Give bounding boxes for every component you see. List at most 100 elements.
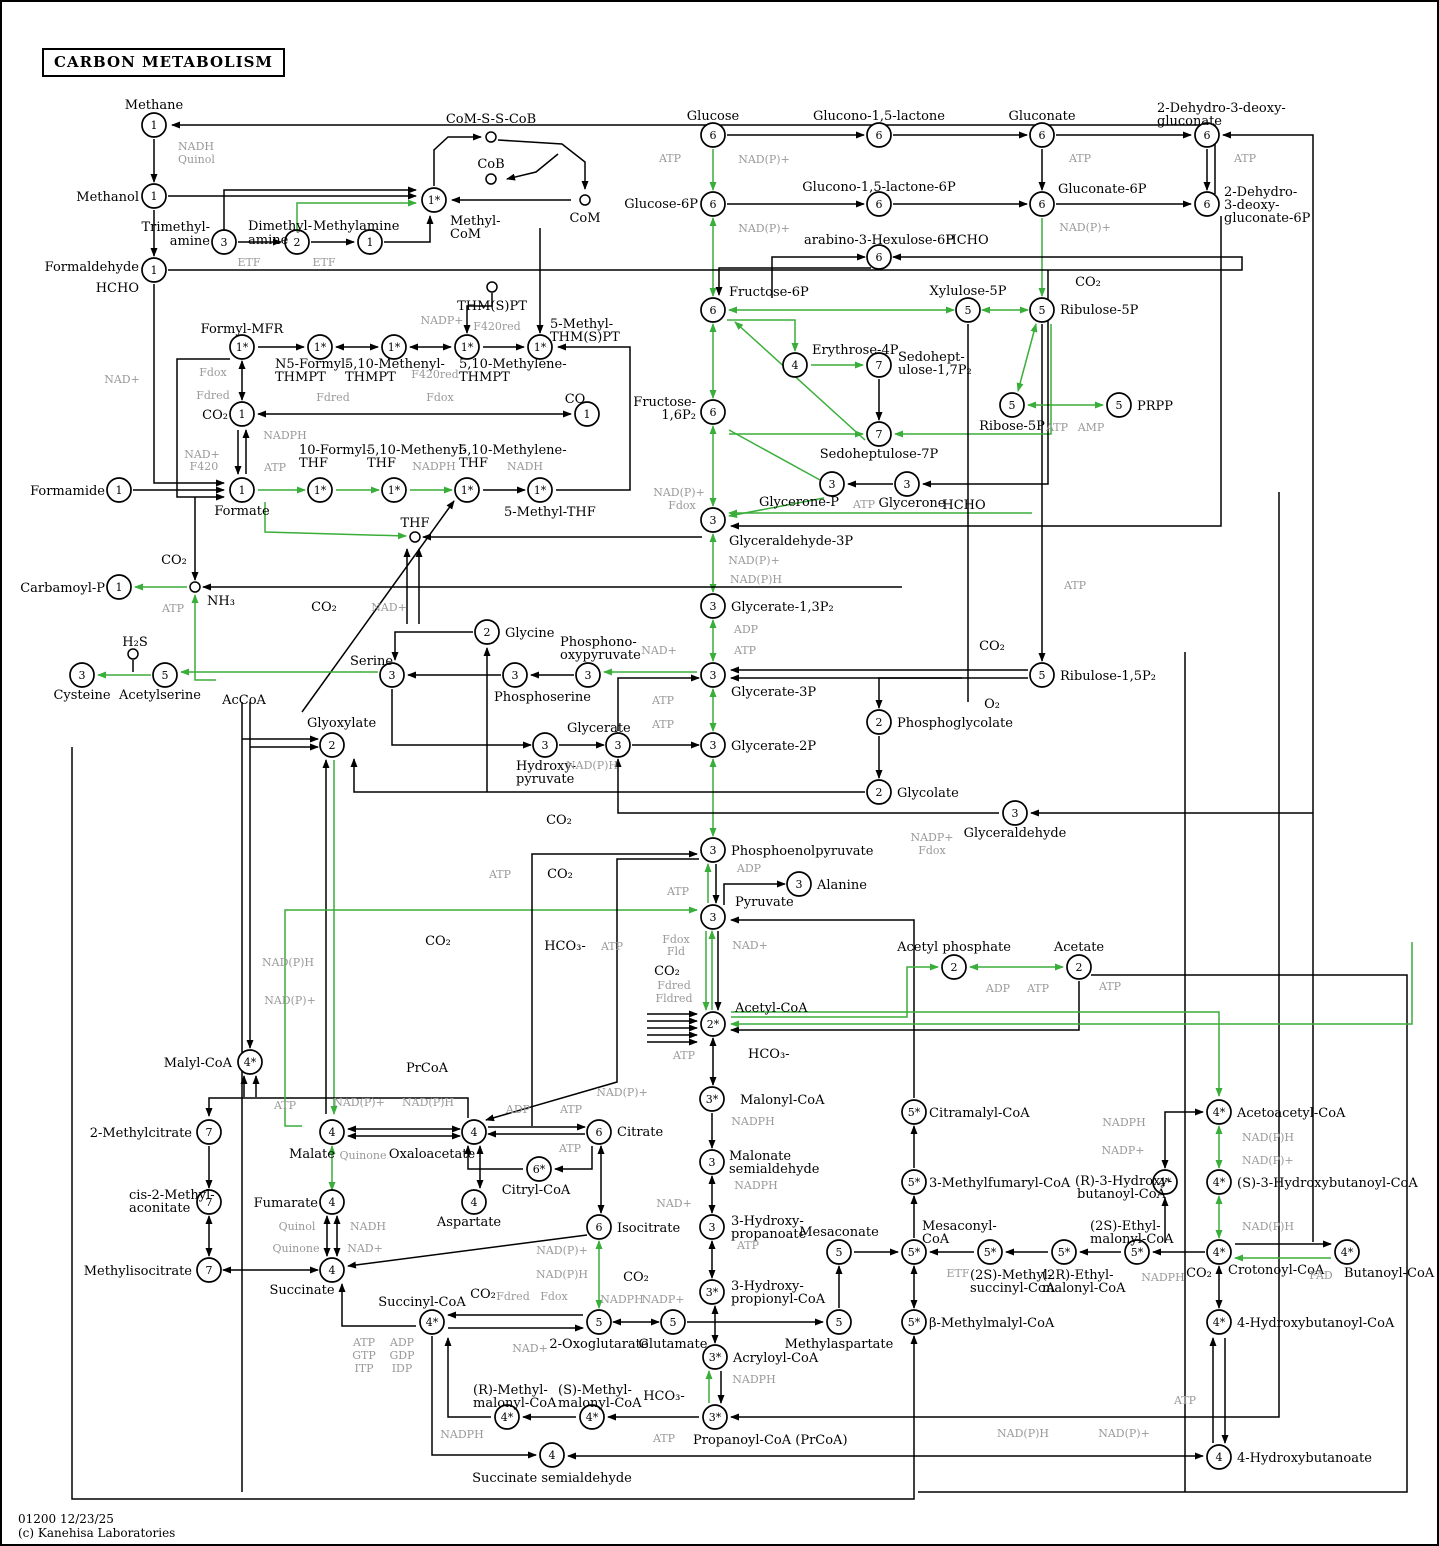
compound-node-glycerate[interactable]: 3: [605, 732, 631, 758]
compound-node-malonyl-coa[interactable]: 3*: [699, 1086, 725, 1112]
compound-node-2s-ethylmalonyl-coa[interactable]: 5*: [1124, 1239, 1150, 1265]
compound-node-2-methylcitrate[interactable]: 7: [196, 1119, 222, 1145]
compound-node-glycerate-2p[interactable]: 3: [700, 732, 726, 758]
compound-node-pyruvate[interactable]: 3: [700, 904, 726, 930]
metabolite-dot-thf[interactable]: [409, 531, 421, 543]
compound-node-crotonoyl-coa[interactable]: 4*: [1206, 1239, 1232, 1265]
compound-node-propanoyl-coa[interactable]: 3*: [702, 1404, 728, 1430]
metabolite-dot-com-s-s-cob[interactable]: [485, 131, 497, 143]
compound-node-formyl-mfr[interactable]: 1*: [229, 334, 255, 360]
compound-node-glucose-6p[interactable]: 6: [700, 191, 726, 217]
compound-node-aspartate[interactable]: 4: [461, 1189, 487, 1215]
compound-node-trimethylamine[interactable]: 3: [211, 229, 237, 255]
compound-node-acetylserine[interactable]: 5: [152, 662, 178, 688]
compound-node-xylulose-5p[interactable]: 5: [955, 297, 981, 323]
compound-node-gluconate-6p[interactable]: 6: [1029, 191, 1055, 217]
compound-node-co2-node[interactable]: 1: [229, 401, 255, 427]
compound-node-glycerate-1-3p2[interactable]: 3: [700, 593, 726, 619]
compound-node-3-hydroxypropanoate[interactable]: 3: [699, 1214, 725, 1240]
compound-node-alanine[interactable]: 3: [786, 871, 812, 897]
compound-node-4-hydroxybutanoyl-coa[interactable]: 4*: [1206, 1309, 1232, 1335]
compound-node-acetate[interactable]: 2: [1066, 954, 1092, 980]
compound-node-r-methylmalonyl-coa[interactable]: 4*: [494, 1404, 520, 1430]
compound-node-methyl-com[interactable]: 1*: [421, 187, 447, 213]
compound-node-ribulose-1-5p2[interactable]: 5: [1029, 662, 1055, 688]
compound-node-succinate[interactable]: 4: [319, 1257, 345, 1283]
compound-node-glyceraldehyde[interactable]: 3: [1002, 800, 1028, 826]
compound-node-5-10-methylene-thf[interactable]: 1*: [454, 477, 480, 503]
compound-node-mesaconate[interactable]: 5: [826, 1239, 852, 1265]
compound-node-glutamate[interactable]: 5: [660, 1309, 686, 1335]
compound-node-malonate-semialdehyde[interactable]: 3: [699, 1149, 725, 1175]
compound-node-formate[interactable]: 1: [229, 477, 255, 503]
compound-node-phosphoserine[interactable]: 3: [502, 662, 528, 688]
compound-node-fructose-1-6p2[interactable]: 6: [700, 399, 726, 425]
compound-node-glyoxylate[interactable]: 2: [319, 732, 345, 758]
compound-node-acetoacetyl-coa[interactable]: 4*: [1206, 1099, 1232, 1125]
compound-node-citryl-coa[interactable]: 6*: [526, 1156, 552, 1182]
compound-node-succinate-semialdehyde[interactable]: 4: [539, 1442, 565, 1468]
compound-node-fructose-6p[interactable]: 6: [700, 297, 726, 323]
compound-node-glucose[interactable]: 6: [700, 122, 726, 148]
compound-node-glycolate[interactable]: 2: [866, 779, 892, 805]
compound-node-formaldehyde[interactable]: 1: [141, 257, 167, 283]
compound-node-5-methyl-thf[interactable]: 1*: [527, 477, 553, 503]
compound-node-10-formyl-thf[interactable]: 1*: [307, 477, 333, 503]
compound-node-isocitrate[interactable]: 6: [586, 1214, 612, 1240]
compound-node-beta-methylmalyl-coa[interactable]: 5*: [901, 1309, 927, 1335]
compound-node-butanoyl-coa[interactable]: 4*: [1334, 1239, 1360, 1265]
compound-node-citrate[interactable]: 6: [586, 1119, 612, 1145]
compound-node-2-dehydro-3-deoxy-gluconate-6p[interactable]: 6: [1194, 191, 1220, 217]
compound-node-dimethylamine[interactable]: 2: [284, 229, 310, 255]
compound-node-glyceraldehyde-3p[interactable]: 3: [700, 507, 726, 533]
compound-node-erythrose-4p[interactable]: 4: [782, 352, 808, 378]
compound-node-methane[interactable]: 1: [141, 112, 167, 138]
compound-node-succinyl-coa[interactable]: 4*: [419, 1309, 445, 1335]
compound-node-arabino-3-hexulose-6p[interactable]: 6: [866, 244, 892, 270]
compound-node-co-node[interactable]: 1: [574, 401, 600, 427]
compound-node-2s-methylsuccinyl-coa[interactable]: 5*: [977, 1239, 1003, 1265]
compound-node-hydroxypyruvate[interactable]: 3: [532, 732, 558, 758]
compound-node-fumarate[interactable]: 4: [319, 1189, 345, 1215]
metabolite-dot-com[interactable]: [579, 194, 591, 206]
compound-node-methylisocitrate[interactable]: 7: [196, 1257, 222, 1283]
metabolite-dot-nh3[interactable]: [189, 581, 201, 593]
metabolite-dot-cob[interactable]: [485, 173, 497, 185]
compound-node-methanol[interactable]: 1: [141, 183, 167, 209]
compound-node-ribose-5p[interactable]: 5: [999, 392, 1025, 418]
compound-node-cis-2-methylaconitate[interactable]: 7: [196, 1189, 222, 1215]
compound-node-sedoheptulose-1-7p2[interactable]: 7: [866, 352, 892, 378]
compound-node-n5-formyl-thmpt[interactable]: 1*: [307, 334, 333, 360]
compound-node-methylamine[interactable]: 1: [357, 229, 383, 255]
compound-node-glycerone[interactable]: 3: [894, 471, 920, 497]
compound-node-sedoheptulose-7p[interactable]: 7: [866, 421, 892, 447]
compound-node-glycerone-p[interactable]: 3: [819, 471, 845, 497]
compound-node-acetyl-coa[interactable]: 2*: [700, 1011, 726, 1037]
compound-node-3-methylfumaryl-coa[interactable]: 5*: [901, 1169, 927, 1195]
compound-node-5-10-methenyl-thf[interactable]: 1*: [381, 477, 407, 503]
compound-node-malyl-coa[interactable]: 4*: [237, 1049, 263, 1075]
compound-node-prpp[interactable]: 5: [1106, 392, 1132, 418]
compound-node-glycerate-3p[interactable]: 3: [700, 662, 726, 688]
compound-node-glucono-1-5-lactone-6p[interactable]: 6: [866, 191, 892, 217]
compound-node-formamide[interactable]: 1: [106, 477, 132, 503]
compound-node-2r-ethylmalonyl-coa[interactable]: 5*: [1051, 1239, 1077, 1265]
compound-node-phosphono-oxypyruvate[interactable]: 3: [575, 662, 601, 688]
compound-node-phosphoglycolate[interactable]: 2: [866, 709, 892, 735]
compound-node-5-10-methylene-thmpt[interactable]: 1*: [454, 334, 480, 360]
compound-node-4-hydroxybutanoate[interactable]: 4: [1206, 1444, 1232, 1470]
compound-node-s-methylmalonyl-coa[interactable]: 4*: [579, 1404, 605, 1430]
compound-node-2-oxoglutarate[interactable]: 5: [586, 1309, 612, 1335]
compound-node-5-10-methenyl-thmpt[interactable]: 1*: [381, 334, 407, 360]
compound-node-carbamoyl-p[interactable]: 1: [106, 574, 132, 600]
compound-node-serine[interactable]: 3: [379, 662, 405, 688]
compound-node-phosphoenolpyruvate[interactable]: 3: [700, 837, 726, 863]
compound-node-3-hydroxypropionyl-coa[interactable]: 3*: [699, 1279, 725, 1305]
compound-node-2-dehydro-3-deoxy-gluconate[interactable]: 6: [1194, 122, 1220, 148]
compound-node-ribulose-5p[interactable]: 5: [1029, 297, 1055, 323]
metabolite-dot-thmspt[interactable]: [486, 281, 498, 293]
compound-node-glucono-1-5-lactone[interactable]: 6: [866, 122, 892, 148]
compound-node-gluconate[interactable]: 6: [1029, 122, 1055, 148]
compound-node-5-methyl-thmspt[interactable]: 1*: [527, 334, 553, 360]
compound-node-methylaspartate[interactable]: 5: [826, 1309, 852, 1335]
